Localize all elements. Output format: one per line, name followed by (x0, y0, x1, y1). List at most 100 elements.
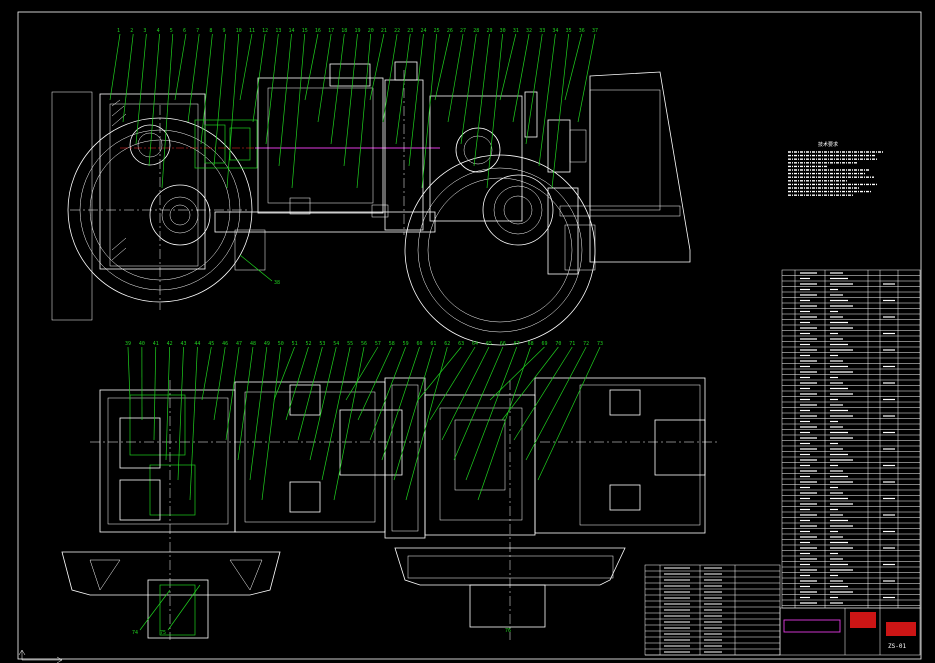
right-wheel (404, 154, 596, 346)
leader-line (174, 33, 187, 101)
bottom-plan-view (61, 377, 720, 640)
leader-line (285, 346, 309, 421)
part-balloon: 63 (458, 341, 464, 347)
leader-line (512, 33, 530, 123)
part-balloon: 13 (275, 28, 281, 34)
part-balloon: 22 (394, 28, 400, 34)
part-balloon: 32 (526, 28, 532, 34)
leader-line (225, 346, 240, 441)
leader-line (187, 33, 200, 123)
leader-line (564, 33, 583, 101)
leader-line (369, 346, 406, 441)
gearbox-housing (99, 93, 206, 270)
leader-line (441, 346, 490, 441)
part-balloon: 15 (302, 28, 308, 34)
leader-line (252, 33, 266, 123)
part-balloon: 5 (170, 28, 173, 34)
part-balloon: 10 (236, 28, 242, 34)
part-balloon: 18 (341, 28, 347, 34)
part-balloon: 6 (183, 28, 186, 34)
part-balloon: 56 (361, 341, 367, 347)
leader-line (330, 33, 345, 145)
part-balloon: 67 (514, 341, 520, 347)
leader-line (447, 33, 464, 123)
part-balloon: 55 (347, 341, 353, 347)
leader-line (465, 346, 518, 481)
part-balloon: 50 (278, 341, 284, 347)
part-balloon: 30 (500, 28, 506, 34)
leader-line (501, 346, 559, 421)
gear-large (149, 184, 211, 246)
leader-line (153, 346, 157, 441)
part-balloon: 64 (472, 341, 478, 347)
leader-line (200, 33, 213, 145)
part-balloon: 72 (583, 341, 589, 347)
leader-line (161, 33, 174, 189)
leader-line (213, 33, 226, 167)
part-balloon: 29 (486, 28, 492, 34)
part-balloon: 61 (430, 341, 436, 347)
leader-line (189, 346, 198, 501)
leader-line (201, 346, 212, 401)
leader-line (343, 33, 358, 167)
part-balloon: 24 (420, 28, 426, 34)
part-balloon: 1 (117, 28, 120, 34)
leader-line (499, 33, 517, 101)
part-balloon: 26 (447, 28, 453, 34)
leader-line (453, 346, 504, 461)
part-balloon: 60 (417, 341, 423, 347)
leader-line (525, 346, 587, 461)
part-balloon: 27 (460, 28, 466, 34)
leader-line (513, 346, 573, 441)
part-balloon: 28 (473, 28, 479, 34)
leader-line (317, 33, 332, 123)
part-balloon: 76 (505, 628, 511, 634)
leader-line (393, 346, 434, 481)
part-balloon: 19 (355, 28, 361, 34)
coupling (194, 119, 258, 169)
leader-line (127, 346, 131, 401)
top-elevation-view (51, 61, 691, 346)
part-balloon: 4 (157, 28, 160, 34)
part-balloon: 31 (513, 28, 519, 34)
part-balloon: 44 (194, 341, 200, 347)
part-balloon: 58 (389, 341, 395, 347)
part-balloon: 57 (375, 341, 381, 347)
leader-line (382, 33, 398, 123)
part-balloon: 54 (333, 341, 339, 347)
ucs-axis-icon (18, 649, 63, 663)
leader-line (356, 33, 372, 189)
part-balloon: 48 (250, 341, 256, 347)
part-balloon: 59 (403, 341, 409, 347)
leader-line (321, 346, 351, 481)
title-block-magenta-field (783, 619, 841, 633)
parts-list-table (781, 269, 921, 609)
leader-line (249, 346, 268, 481)
leader-line (551, 33, 569, 189)
leader-line (381, 346, 420, 461)
leader-line (473, 33, 490, 167)
leader-line (537, 346, 601, 481)
notes-heading: 技术要求 (818, 141, 838, 148)
part-balloon: 46 (222, 341, 228, 347)
part-balloon: 73 (597, 341, 603, 347)
leader-line (309, 346, 337, 461)
part-balloon: 74 (132, 630, 138, 636)
leader-line (538, 33, 556, 167)
left-wheel-section (61, 551, 281, 596)
part-balloon: 23 (407, 28, 413, 34)
part-balloon: 49 (264, 341, 270, 347)
leader-line (333, 346, 365, 501)
leader-line (237, 346, 254, 461)
leader-line (417, 346, 462, 401)
leader-line (265, 33, 279, 145)
technical-notes: 技术要求 (788, 141, 883, 196)
drawing-number-stamp: ZS-01 (888, 643, 906, 650)
part-balloon: 52 (305, 341, 311, 347)
leader-line (278, 33, 292, 167)
leader-line (226, 33, 240, 189)
leader-line (489, 346, 545, 401)
part-balloon: 20 (368, 28, 374, 34)
leader-line (297, 346, 323, 441)
